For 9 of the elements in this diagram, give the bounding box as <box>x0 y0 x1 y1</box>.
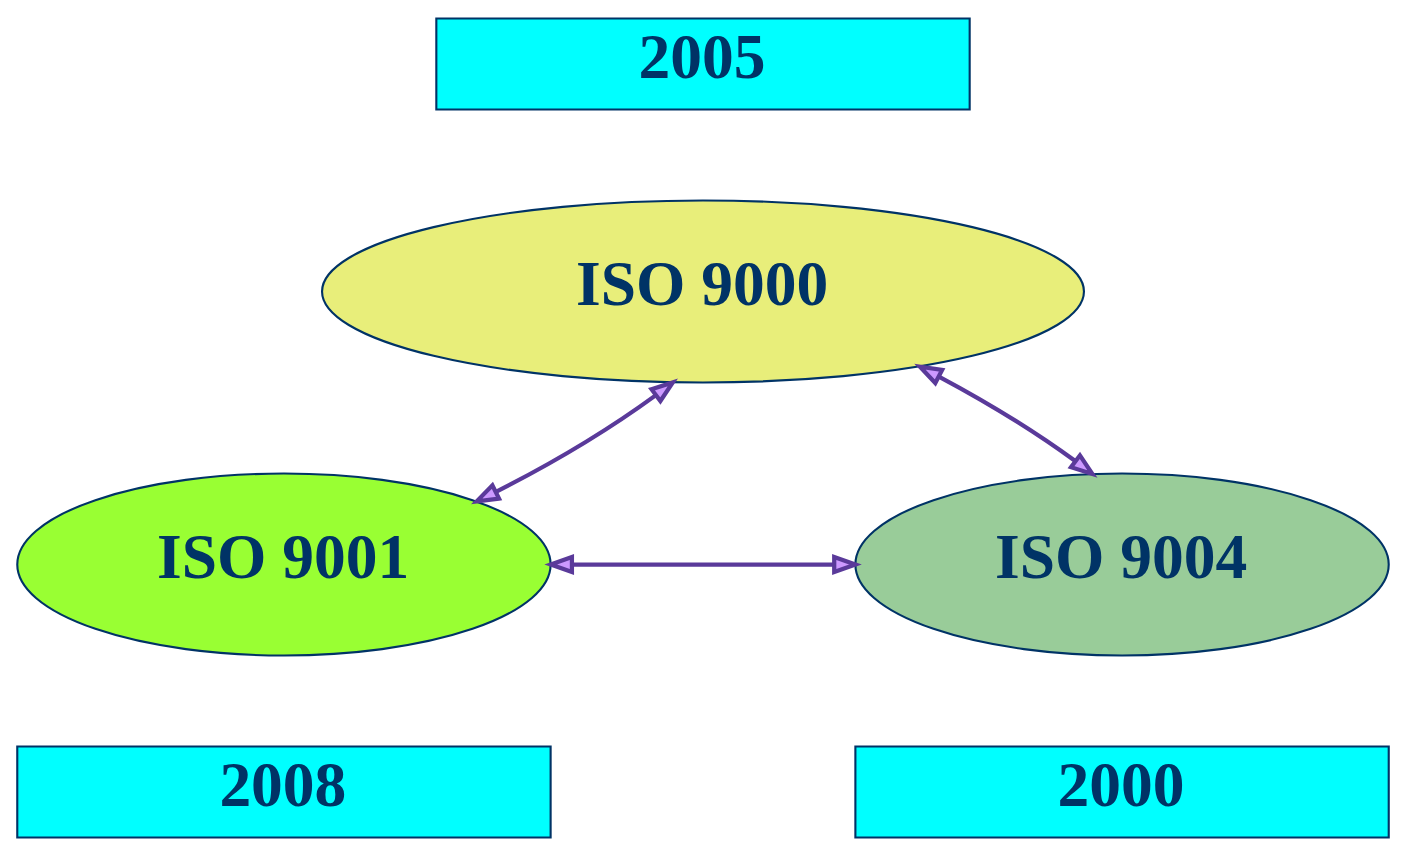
arrow <box>471 378 678 505</box>
arrow <box>914 363 1098 478</box>
node-box: 2000 <box>854 745 1390 839</box>
arrow <box>544 554 862 575</box>
node-box: 2008 <box>16 745 552 839</box>
node-ellipse: ISO 9001 <box>16 472 552 657</box>
node-ellipse: ISO 9000 <box>321 199 1085 384</box>
node-ellipse: ISO 9004 <box>854 472 1390 657</box>
node-box: 2005 <box>435 17 971 111</box>
